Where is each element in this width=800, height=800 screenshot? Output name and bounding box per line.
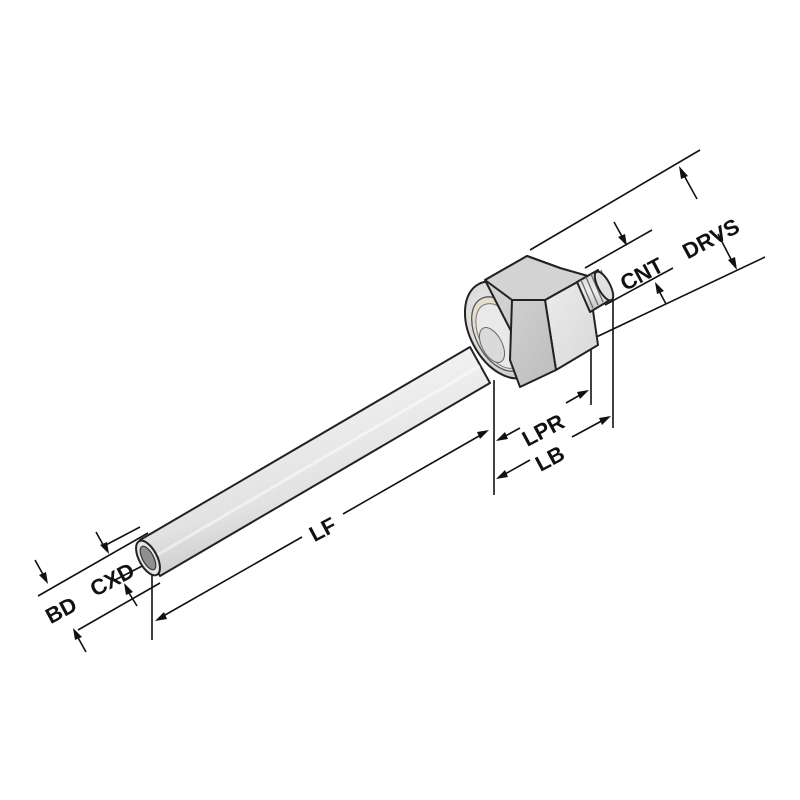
threaded-end bbox=[576, 269, 615, 313]
dimension-lpr: LPR bbox=[496, 390, 589, 452]
hex-nut bbox=[484, 255, 599, 388]
dimension-cnt: CNT bbox=[613, 221, 668, 305]
label-bd: BD bbox=[41, 592, 81, 629]
dimension-drvs: DRVS bbox=[678, 166, 744, 270]
extension-lines bbox=[37, 149, 766, 640]
label-lpr: LPR bbox=[518, 409, 569, 452]
label-lf: LF bbox=[305, 512, 340, 547]
label-drvs: DRVS bbox=[678, 213, 743, 264]
tube-shank bbox=[135, 346, 491, 577]
tube-bore-hole bbox=[139, 545, 157, 571]
